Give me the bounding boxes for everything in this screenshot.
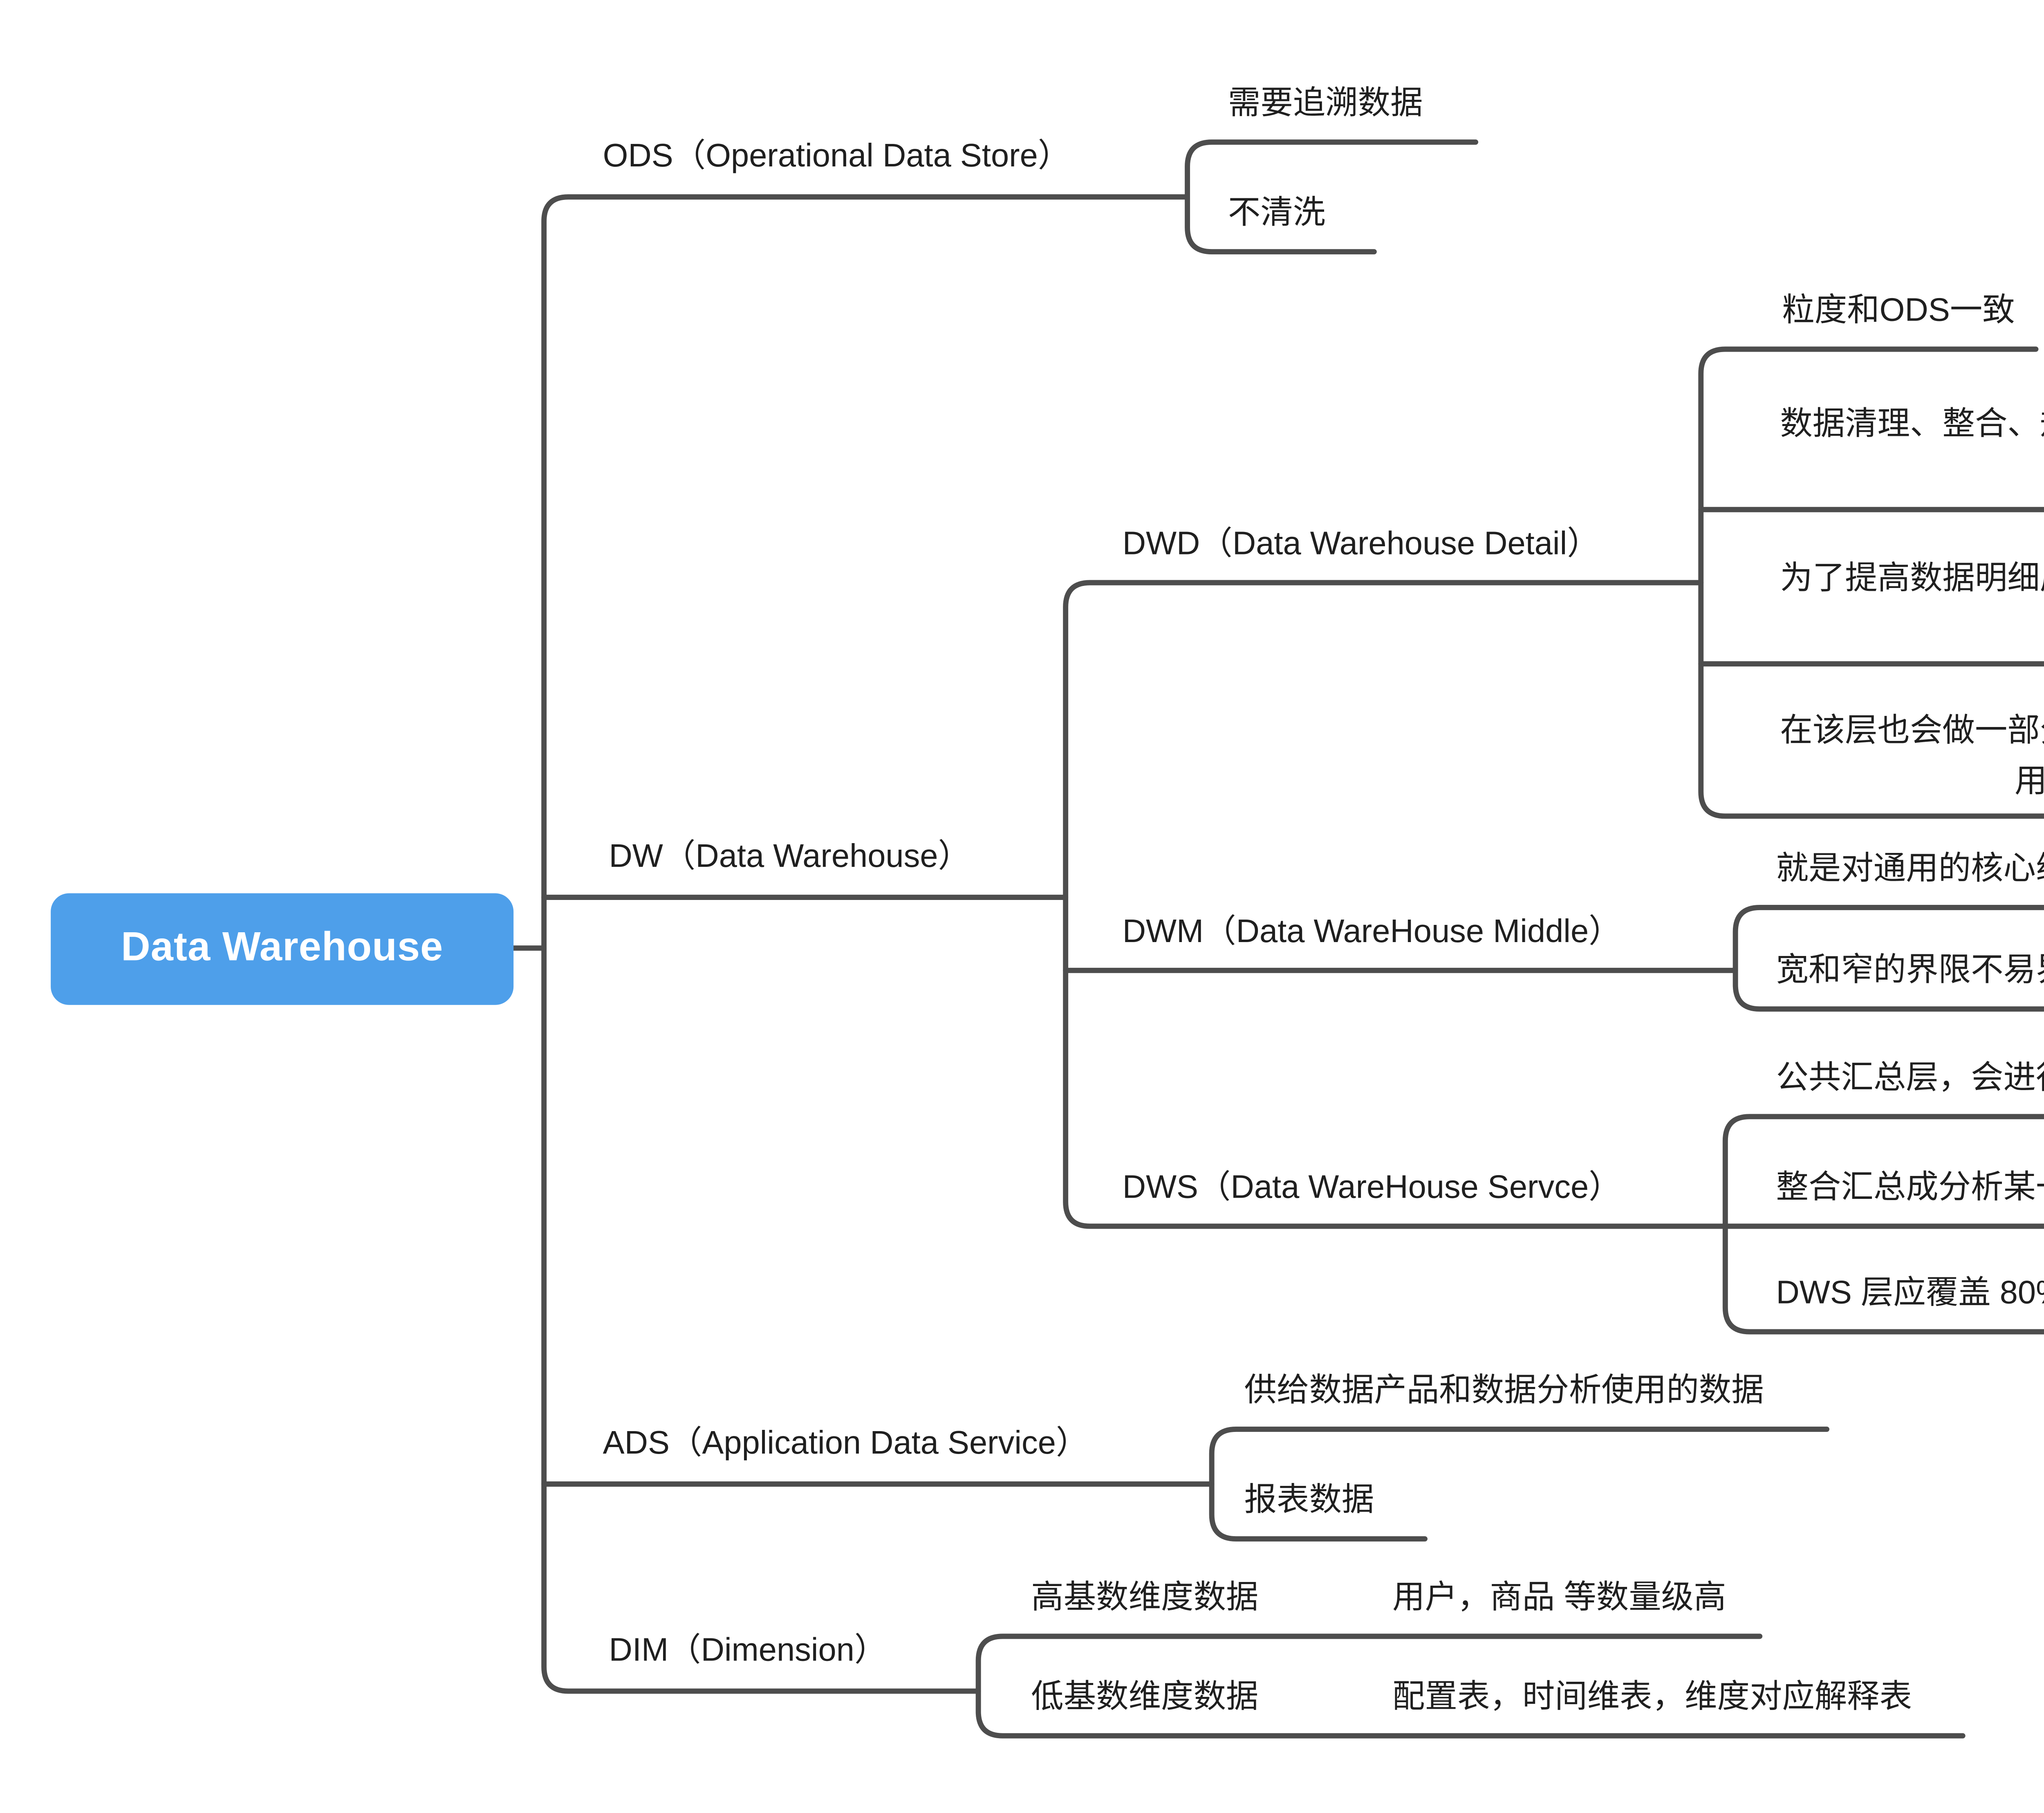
node-dim[interactable]: DIM（Dimension） [609,1634,887,1669]
node-dwm-boundary[interactable]: 宽和窄的界限不易界定，也可以去掉 DWM 这一层 [1776,954,2044,989]
node-dws-summary[interactable]: 公共汇总层，会进行轻度汇总，粒度比明细数据稍粗 [1776,1061,2044,1097]
node-dim-low[interactable]: 低基数维度数据 [1031,1681,1259,1716]
root-node-label: Data Warehouse [121,926,444,971]
connector-trunk [541,194,1190,1694]
node-dwm[interactable]: DWM（Data WareHouse Middle） [1122,915,1621,950]
node-ods-trace[interactable]: 需要追溯数据 [1228,87,1423,122]
node-dwd-aggregation[interactable]: 在该层也会做一部分的数据聚合，将相同主题的数据汇集到一张表中，提高数据的可用性 … [1780,714,2044,800]
node-dwm-aggregate[interactable]: 就是对通用的核心维度进行聚合操作，算出相应的统计指标 [1776,853,2044,887]
node-dwd-granularity[interactable]: 粒度和ODS一致 [1782,294,2015,329]
node-dws-coverage[interactable]: DWS 层应覆盖 80% 的应用场景。又称数据集市或宽表 [1776,1277,2044,1312]
node-ods[interactable]: ODS（Operational Data Store） [603,140,1071,175]
connector-dwd-children [1698,346,2044,819]
node-dwd[interactable]: DWD（Data Warehouse Detail） [1122,527,1600,563]
node-ods-no-clean[interactable]: 不清洗 [1228,197,1326,232]
node-dim-low-example[interactable]: 配置表，时间维表，维度对应解释表 [1392,1681,1912,1716]
connector-dw-children [1063,580,1728,1229]
root-node[interactable]: Data Warehouse [51,893,514,1005]
node-dwd-cleaning[interactable]: 数据清理、整合、规范化、脏数据、垃圾数据、规范不一致的、状态定义不一致的、命名不… [1780,408,2044,443]
node-dws-subject[interactable]: 整合汇总成分析某一个主题域的服务数据，一般是宽表 [1776,1171,2044,1206]
node-ads-supply[interactable]: 供给数据产品和数据分析使用的数据 [1244,1374,1764,1409]
node-dim-high[interactable]: 高基数维度数据 [1031,1581,1259,1616]
connector-ods-children [1185,139,1479,255]
node-dw[interactable]: DW（Data Warehouse） [609,840,971,875]
connector-dwm-children [1732,904,2044,1012]
connector-ads-children [1209,1426,1830,1542]
node-ads[interactable]: ADS（Application Data Service） [603,1427,1089,1462]
node-dwd-degeneration[interactable]: 为了提高数据明细层的易用性，该层会采用一些维度退化手法，将维度退化至事实表中，减… [1780,562,2044,597]
node-dim-high-example[interactable]: 用户，商品 等数量级高 [1392,1581,1726,1616]
node-dws[interactable]: DWS（Data WareHouse Servce） [1122,1171,1621,1206]
node-ads-report[interactable]: 报表数据 [1244,1484,1374,1519]
connector-dim-children [975,1633,1966,1739]
